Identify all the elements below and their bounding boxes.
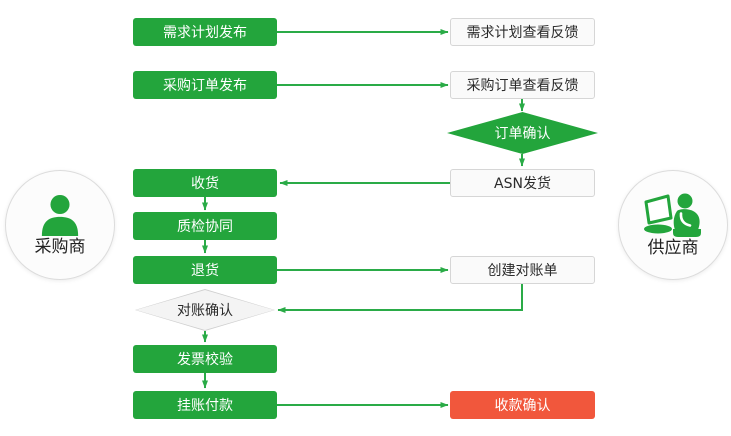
node-demand-plan-publish: 需求计划发布 (133, 18, 277, 46)
buyer-actor: 采购商 (5, 170, 115, 280)
node-payment-on-account: 挂账付款 (133, 391, 277, 419)
node-po-publish: 采购订单发布 (133, 71, 277, 99)
node-quality-collab: 质检协同 (133, 212, 277, 240)
order-confirm-label: 订单确认 (494, 126, 551, 142)
node-return-goods: 退货 (133, 256, 277, 284)
node-statement-confirm: 对账确认 (135, 289, 275, 331)
statement-confirm-label: 对账确认 (177, 303, 233, 319)
node-po-feedback: 采购订单查看反馈 (450, 71, 595, 99)
node-order-confirm: 订单确认 (447, 112, 598, 154)
node-receive-goods: 收货 (133, 169, 277, 197)
supplier-label: 供应商 (647, 238, 699, 258)
buyer-person-icon (41, 194, 79, 236)
node-asn-ship: ASN发货 (450, 169, 595, 197)
supplier-actor: 供应商 (618, 170, 728, 280)
node-receipt-confirm: 收款确认 (450, 391, 595, 419)
connector-statement-to-confirm (277, 284, 523, 313)
buyer-label: 采购商 (34, 237, 86, 257)
node-demand-plan-feedback: 需求计划查看反馈 (450, 18, 595, 46)
node-create-statement: 创建对账单 (450, 256, 595, 284)
node-invoice-verify: 发票校验 (133, 345, 277, 373)
supplier-laptop-person-icon (644, 193, 701, 237)
